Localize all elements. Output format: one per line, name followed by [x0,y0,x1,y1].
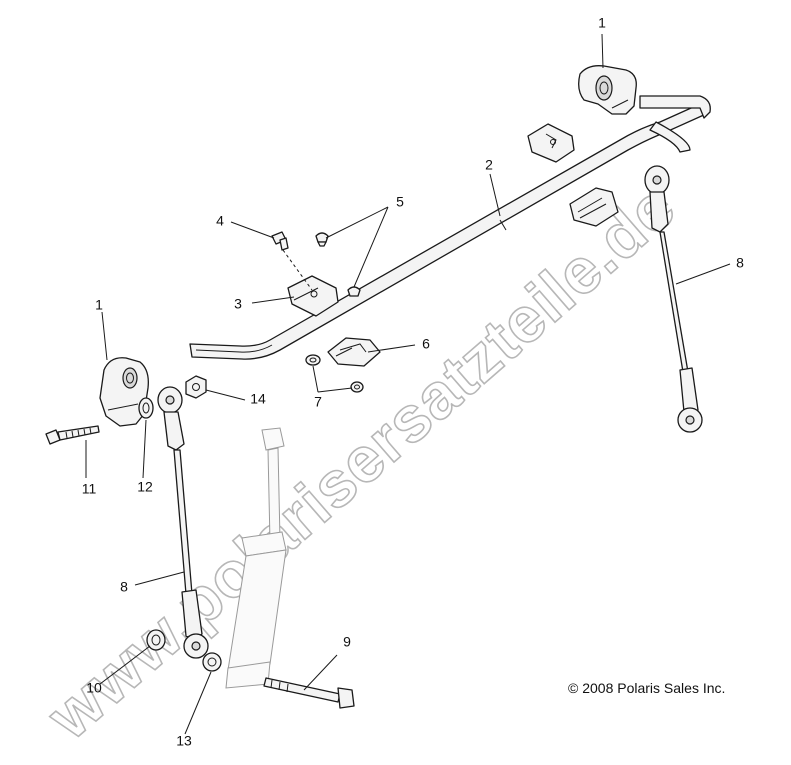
bushing-clamp-3 [287,275,339,317]
nut-14 [185,375,207,399]
stabilizer-link-right [644,165,703,433]
screw-4 [271,231,313,291]
bar-clamp-right [569,187,619,227]
copyright-notice: © 2008 Polaris Sales Inc. [568,680,726,696]
shock-absorber-reference [225,427,287,689]
bushing-6 [327,337,381,367]
bushing-bracket-left [99,357,149,427]
spacer-10 [146,629,166,651]
bushing-bracket-right [578,65,637,115]
bolt-11 [45,425,100,445]
stabilizer-link-left [157,386,209,659]
washer-12 [138,397,154,419]
callout-6: 6 [422,336,430,352]
bolt-9 [263,677,355,709]
callout-1-right: 1 [598,15,606,31]
callout-9: 9 [343,634,351,650]
screw-5-upper [315,232,329,247]
spacer-13 [202,652,222,672]
callout-11: 11 [82,481,97,497]
callout-5: 5 [396,194,404,210]
callout-14: 14 [250,391,266,407]
callout-2: 2 [485,157,493,173]
watermark-text: www.polarisersatzteile.de [33,170,689,753]
leader-lines [85,33,731,735]
watermark: www.polarisersatzteile.de [32,169,689,754]
callout-10: 10 [86,680,102,696]
bar-bushing-upper [527,123,575,163]
stabilizer-bar [189,95,711,360]
callout-labels: 1 1 2 3 4 5 6 7 8 8 9 10 11 12 13 14 [82,15,744,749]
washer-7-right [350,381,364,393]
callout-3: 3 [234,296,242,312]
callout-8-left: 8 [120,579,128,595]
screw-5-lower [347,286,361,297]
callout-7: 7 [314,394,322,410]
callout-4: 4 [216,213,224,229]
callout-1-left: 1 [95,297,103,313]
callout-12: 12 [137,479,153,495]
callout-13: 13 [176,733,192,749]
callout-8-right: 8 [736,255,744,271]
washer-7-left [305,354,321,366]
